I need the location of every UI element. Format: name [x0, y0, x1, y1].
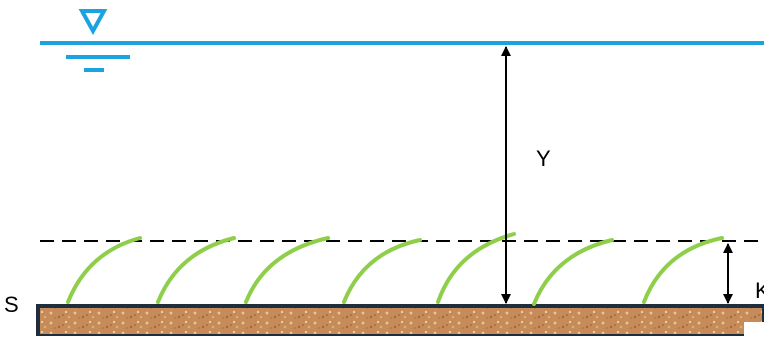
vegetation-blade — [244, 236, 330, 304]
vegetation-blade — [532, 238, 614, 306]
vegetation-blade — [436, 232, 516, 304]
depth-label: Y — [536, 146, 551, 171]
vegetation-blade — [342, 238, 422, 304]
channel-bed — [36, 304, 764, 338]
slope-label: S — [4, 292, 19, 317]
water-surface-icon — [66, 9, 130, 72]
vegetation-blade — [66, 236, 142, 304]
vegetation-blade — [642, 236, 724, 304]
vegetation-group — [66, 232, 724, 306]
roughness-label: K — [755, 278, 764, 303]
vegetation-blade — [156, 236, 236, 304]
bed-end-gap — [744, 322, 764, 336]
